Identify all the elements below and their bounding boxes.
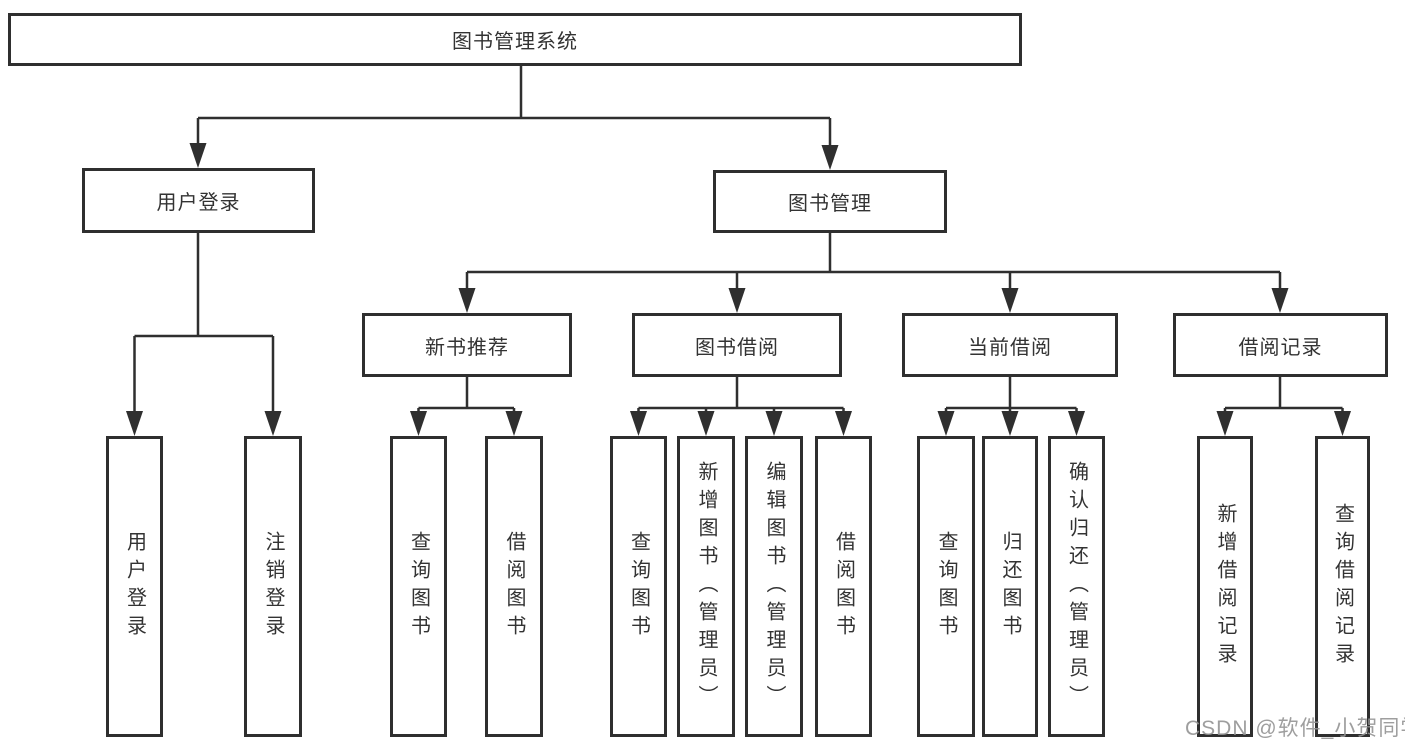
node-leaf-newbooks-borrow-label: 借阅图书: [503, 530, 525, 643]
node-root: 图书管理系统: [8, 13, 1022, 66]
node-leaf-newbooks-query: 查询图书: [390, 436, 447, 737]
node-leaf-records-query-label: 查询借阅记录: [1331, 502, 1354, 671]
node-leaf-borrow-add-admin-label: 新增图书（管理员）: [695, 460, 717, 713]
node-leaf-borrow-borrow: 借阅图书: [815, 436, 872, 737]
node-leaf-borrow-query-label: 查询图书: [627, 530, 650, 643]
node-user-login-label: 用户登录: [156, 192, 241, 214]
watermark: CSDN @软件_小贺同学: [1185, 717, 1405, 740]
node-leaf-logout-label: 注销登录: [262, 530, 284, 643]
node-new-book-recommend-label: 新书推荐: [425, 336, 509, 359]
node-borrow-records-label: 借阅记录: [1238, 336, 1323, 359]
node-leaf-current-return-label: 归还图书: [999, 530, 1021, 643]
node-leaf-borrow-edit-admin-label: 编辑图书（管理员）: [763, 460, 785, 713]
node-book-borrow-label: 图书借阅: [695, 336, 779, 359]
node-leaf-borrow-borrow-label: 借阅图书: [832, 530, 855, 643]
node-leaf-current-confirm-admin: 确认归还（管理员）: [1048, 436, 1105, 737]
node-leaf-current-query: 查询图书: [917, 436, 975, 737]
node-book-management-label: 图书管理: [788, 193, 872, 215]
node-leaf-borrow-query: 查询图书: [610, 436, 667, 737]
node-leaf-current-return: 归还图书: [982, 436, 1038, 737]
node-borrow-records: 借阅记录: [1173, 313, 1388, 377]
node-leaf-records-add-label: 新增借阅记录: [1214, 502, 1236, 671]
node-root-label: 图书管理系统: [452, 31, 578, 53]
node-leaf-current-query-label: 查询图书: [935, 530, 957, 643]
node-leaf-current-confirm-admin-label: 确认归还（管理员）: [1065, 460, 1088, 713]
node-leaf-user-login-label: 用户登录: [123, 530, 146, 643]
node-leaf-borrow-edit-admin: 编辑图书（管理员）: [745, 436, 803, 737]
node-leaf-borrow-add-admin: 新增图书（管理员）: [677, 436, 735, 737]
node-leaf-records-add: 新增借阅记录: [1197, 436, 1253, 737]
arrowheads: [126, 143, 1351, 436]
node-leaf-newbooks-borrow: 借阅图书: [485, 436, 543, 737]
node-leaf-records-query: 查询借阅记录: [1315, 436, 1370, 737]
node-book-borrow: 图书借阅: [632, 313, 842, 377]
node-leaf-user-login: 用户登录: [106, 436, 163, 737]
node-current-borrow-label: 当前借阅: [968, 336, 1052, 359]
node-leaf-newbooks-query-label: 查询图书: [407, 530, 430, 643]
node-book-management: 图书管理: [713, 170, 947, 233]
node-current-borrow: 当前借阅: [902, 313, 1118, 377]
node-user-login: 用户登录: [82, 168, 315, 233]
node-new-book-recommend: 新书推荐: [362, 313, 572, 377]
node-leaf-logout: 注销登录: [244, 436, 302, 737]
